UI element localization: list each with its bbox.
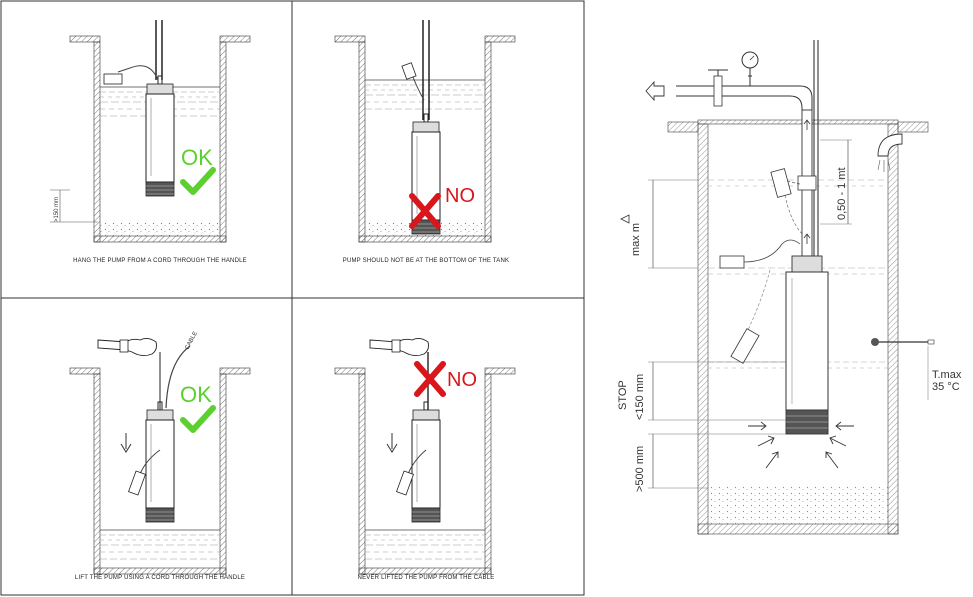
pump xyxy=(145,75,175,197)
installation-panels: >150 mm OK HANG THE PUMP FROM A CORD THR… xyxy=(0,0,585,596)
checkmark-icon xyxy=(183,170,213,192)
installation-diagram: T.max 35 °C max m 0,50 - 1 mt STOP <150 … xyxy=(617,40,962,535)
temp-label: T.max xyxy=(932,369,962,381)
hand-icon xyxy=(369,337,429,357)
float-switch-stop xyxy=(730,328,760,364)
checkmark-icon xyxy=(183,408,213,430)
temp-value: 35 °C xyxy=(932,381,960,393)
clearance-dimension: >150 mm xyxy=(54,197,60,222)
cable-label: CABLE xyxy=(184,331,199,351)
ok-label: OK xyxy=(181,145,213,170)
panel-caption: NEVER LIFTED THE PUMP FROM THE CABLE xyxy=(358,575,495,581)
panel-caption: HANG THE PUMP FROM A CORD THROUGH THE HA… xyxy=(73,258,247,264)
panel-caption: PUMP SHOULD NOT BE AT THE BOTTOM OF THE … xyxy=(343,258,510,264)
pump xyxy=(785,255,829,435)
float-switch xyxy=(401,62,417,80)
pump xyxy=(411,401,441,523)
panel-bottom-no: NO PUMP SHOULD NOT BE AT THE BOTTOM OF T… xyxy=(334,20,516,264)
x-mark-icon xyxy=(417,364,443,394)
float-switch xyxy=(103,73,123,85)
panel-hang-ok: >150 mm OK HANG THE PUMP FROM A CORD THR… xyxy=(50,20,251,264)
bottom-clearance-label: >500 mm xyxy=(634,446,646,492)
panel-caption: LIFT THE PUMP USING A CORD THROUGH THE H… xyxy=(75,575,245,581)
well-wall-right xyxy=(887,123,899,535)
range-label: 0,50 - 1 mt xyxy=(836,167,848,220)
stop-label: STOP xyxy=(617,380,629,410)
valve xyxy=(713,75,723,107)
panel-lift-ok: CABLE OK LIFT THE PUMP USING A CORD THRO… xyxy=(69,331,251,581)
float-switch xyxy=(396,470,414,496)
inflow-arrows xyxy=(748,421,854,469)
float-switch xyxy=(128,470,146,496)
max-depth-label: max m xyxy=(630,223,642,256)
arrow-down-icon xyxy=(120,433,132,453)
gravel-bed xyxy=(100,222,220,236)
min-clearance-label: <150 mm xyxy=(634,374,646,420)
float-switch-upper xyxy=(770,168,792,198)
well-wall-left xyxy=(697,123,709,535)
arrow-down-icon xyxy=(386,433,398,453)
inlet-pipe xyxy=(877,133,903,157)
no-label: NO xyxy=(447,369,477,391)
cable xyxy=(165,345,191,409)
hand-icon xyxy=(97,337,157,357)
no-label: NO xyxy=(445,185,475,207)
ok-label: OK xyxy=(180,382,212,407)
panel-cable-no: NO NEVER LIFTED THE PUMP FROM THE CABLE xyxy=(334,337,516,581)
float-switch-level xyxy=(719,255,745,269)
flow-arrow-icon xyxy=(645,80,665,102)
water-level-icon xyxy=(620,214,630,224)
pump xyxy=(145,401,175,523)
gravel-bed xyxy=(708,486,888,524)
